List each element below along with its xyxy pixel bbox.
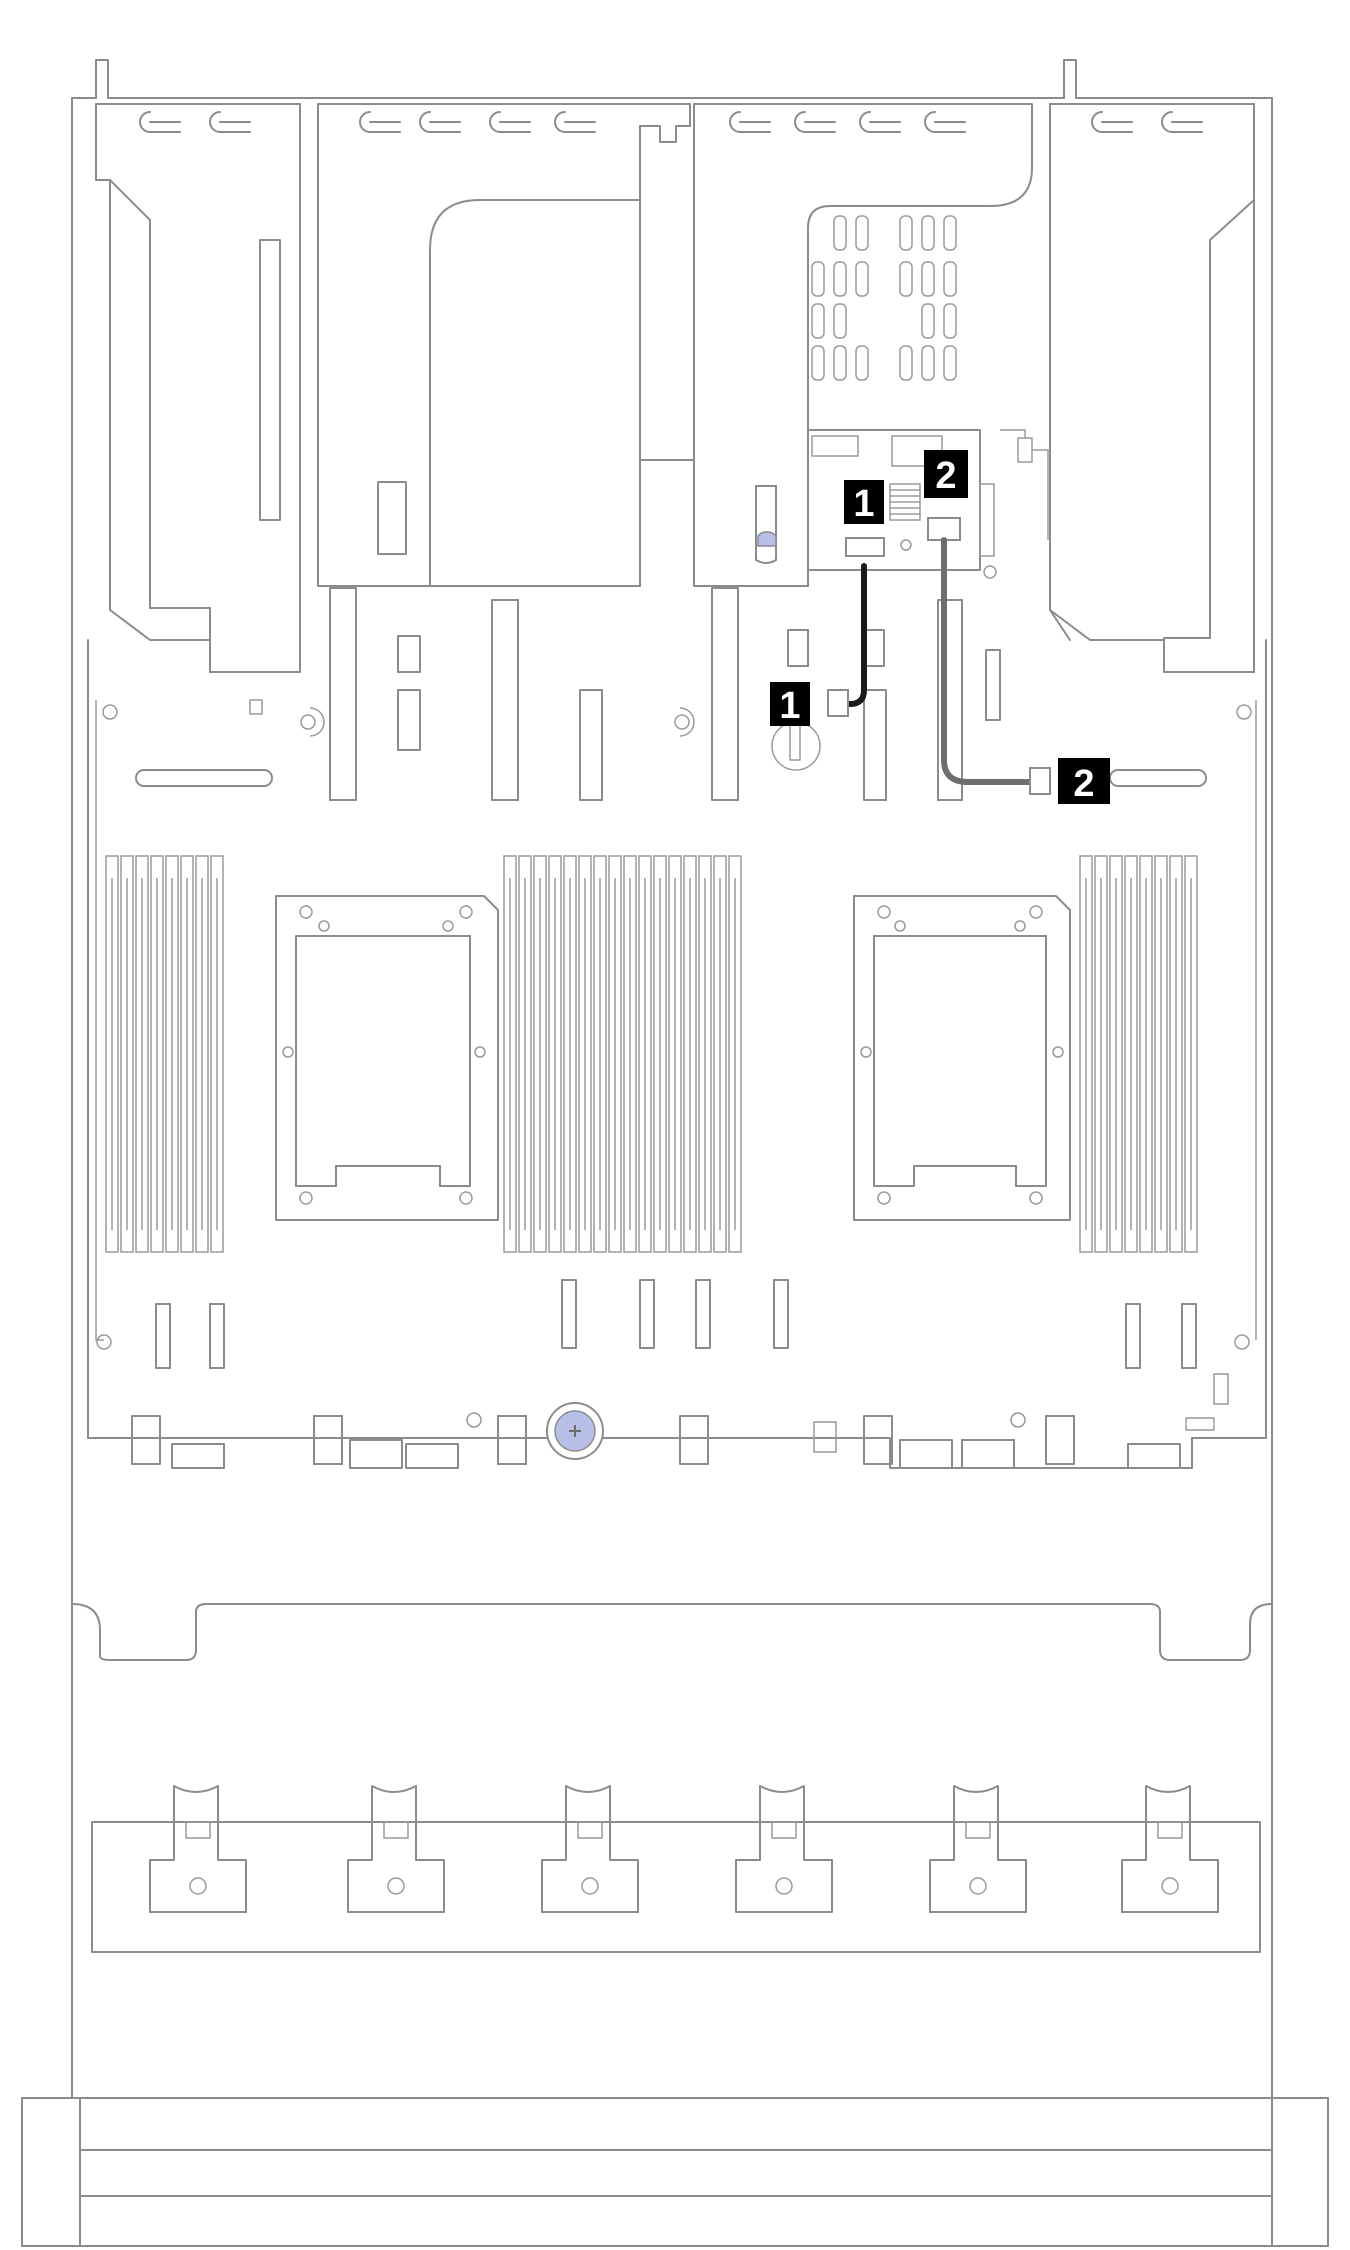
riser-latch-icon — [139, 111, 251, 133]
chassis-outline — [21, 59, 1329, 2247]
pcie-slots — [135, 587, 1207, 801]
blue-screw-icon — [755, 485, 777, 564]
callout-2-adapter: 2 — [924, 450, 968, 498]
callout-1-label: 1 — [853, 483, 874, 525]
heatsink-fins — [811, 215, 957, 381]
dimm-slots — [105, 855, 1198, 1253]
dimm-slot — [668, 855, 682, 1253]
dimm-slot — [518, 855, 532, 1253]
fan-module — [149, 1785, 247, 1913]
dimm-slot — [578, 855, 592, 1253]
adapter-connector-2 — [927, 517, 961, 541]
left-riser-cage — [95, 103, 301, 673]
dimm-slot — [683, 855, 697, 1253]
dimm-slot — [135, 855, 149, 1253]
lower-connectors — [131, 1279, 1229, 1469]
dimm-slot — [1109, 855, 1123, 1253]
cable-1-board-connector — [827, 689, 849, 717]
dimm-slot — [1184, 855, 1198, 1253]
callout-1-board: 1 — [770, 682, 810, 727]
riser-latch-icon — [359, 111, 596, 133]
center-riser-cage-1 — [317, 103, 691, 587]
riser-latch-icon — [729, 111, 966, 133]
right-riser-cage — [1049, 103, 1255, 673]
fan-module — [541, 1785, 639, 1913]
center-riser-cage-2 — [639, 103, 1049, 587]
dimm-slot — [1124, 855, 1138, 1253]
dimm-slot — [548, 855, 562, 1253]
dimm-slot — [1139, 855, 1153, 1253]
processor-socket-2 — [853, 895, 1071, 1221]
dimm-slot — [593, 855, 607, 1253]
dimm-slot — [1154, 855, 1168, 1253]
system-board — [87, 639, 1267, 1469]
chip-icon — [889, 483, 921, 521]
dimm-slot — [728, 855, 742, 1253]
fan-module — [347, 1785, 445, 1913]
dimm-slot — [698, 855, 712, 1253]
dimm-slot — [165, 855, 179, 1253]
dimm-slot — [1079, 855, 1093, 1253]
processor-socket-1 — [275, 895, 499, 1221]
callout-2-board: 2 — [1058, 758, 1110, 805]
adapter-connector-1 — [845, 537, 885, 557]
dimm-slot — [1169, 855, 1183, 1253]
dimm-slot — [608, 855, 622, 1253]
dimm-slot — [623, 855, 637, 1253]
cable-1 — [827, 563, 867, 717]
dimm-slot — [150, 855, 164, 1253]
fan-module — [1121, 1785, 1219, 1913]
dimm-slot — [120, 855, 134, 1253]
riser-latch-icon — [1091, 111, 1203, 133]
dimm-slot — [638, 855, 652, 1253]
callout-2-label: 2 — [935, 455, 956, 497]
dimm-slot — [503, 855, 517, 1253]
dimm-slot — [180, 855, 194, 1253]
callout-1-adapter: 1 — [844, 480, 884, 525]
dimm-slot — [563, 855, 577, 1253]
fan-module — [929, 1785, 1027, 1913]
dimm-slot — [1094, 855, 1108, 1253]
cable-2-board-connector — [1029, 767, 1051, 795]
dimm-slot — [105, 855, 119, 1253]
dimm-slot — [713, 855, 727, 1253]
dimm-slot — [653, 855, 667, 1253]
fan-module — [735, 1785, 833, 1913]
dimm-slot — [195, 855, 209, 1253]
dimm-slot — [533, 855, 547, 1253]
adapter-card — [807, 429, 1049, 579]
blue-thumbscrew-icon — [546, 1402, 604, 1460]
callout-1b-label: 1 — [779, 685, 800, 727]
middle-bulkhead — [71, 1603, 1273, 1661]
dimm-slot — [210, 855, 224, 1253]
fan-cage — [91, 1785, 1261, 1953]
cable-2 — [941, 537, 1051, 795]
callout-2b-label: 2 — [1073, 763, 1094, 805]
